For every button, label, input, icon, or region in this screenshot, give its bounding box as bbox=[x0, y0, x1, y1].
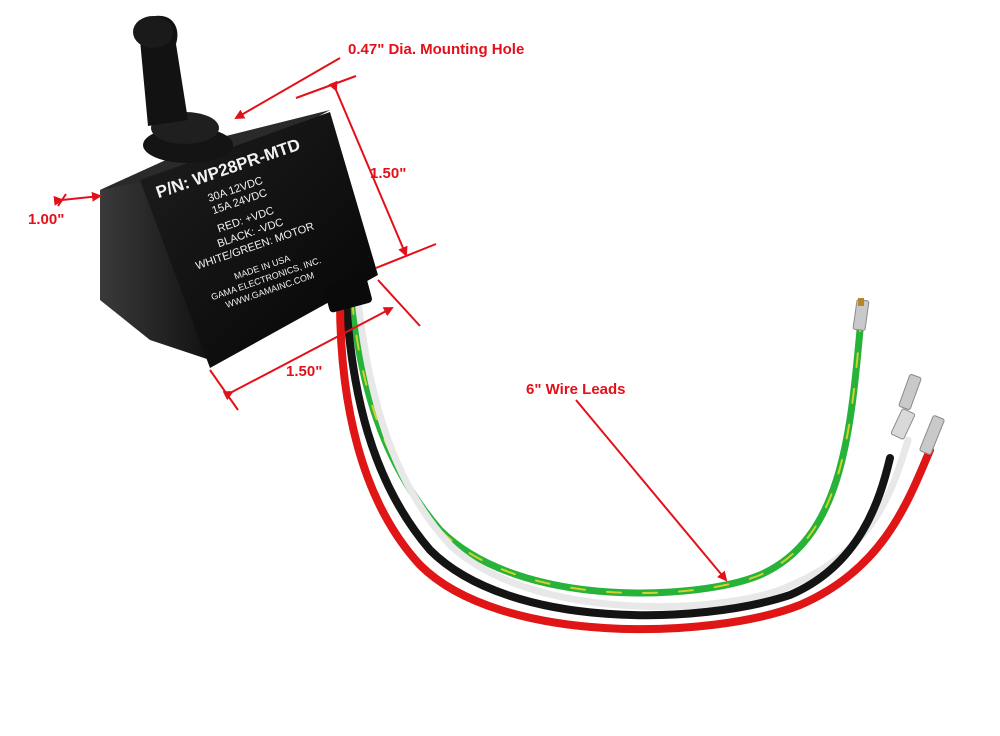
height-dimension-line bbox=[328, 80, 408, 257]
width-label: 1.50" bbox=[286, 363, 322, 380]
wire-boot bbox=[324, 275, 372, 313]
depth-label: 1.00" bbox=[28, 211, 64, 228]
black-wire bbox=[342, 296, 894, 620]
height-extension-top bbox=[295, 75, 357, 99]
wire-leads-arrow bbox=[575, 399, 728, 582]
width-extension-right bbox=[377, 279, 421, 327]
height-label: 1.50" bbox=[370, 165, 406, 182]
mounting-hole-label: 0.47" Dia. Mounting Hole bbox=[348, 41, 524, 58]
mounting-hole-arrow bbox=[234, 57, 341, 119]
toggle-switch: P/N: WP28PR-MTD 30A 12VDC 15A 24VDC RED:… bbox=[100, 15, 378, 368]
green-wire bbox=[348, 296, 864, 597]
annotation-labels: 0.47" Dia. Mounting Hole 1.50" 1.00" 1.5… bbox=[28, 41, 626, 398]
wire-terminal-green bbox=[852, 298, 870, 331]
red-wire bbox=[336, 296, 934, 634]
wire-leads-label: 6" Wire Leads bbox=[526, 381, 626, 398]
toggle-lever-tip bbox=[133, 16, 173, 48]
width-dimension-line bbox=[222, 307, 394, 401]
wire-leads bbox=[336, 296, 945, 634]
switch-body-front bbox=[140, 112, 378, 368]
annotations bbox=[53, 57, 728, 582]
wire-terminal-white bbox=[890, 374, 922, 440]
depth-dimension-line bbox=[53, 191, 102, 206]
height-extension-bottom bbox=[375, 243, 437, 269]
wire-terminal-red bbox=[919, 415, 945, 455]
